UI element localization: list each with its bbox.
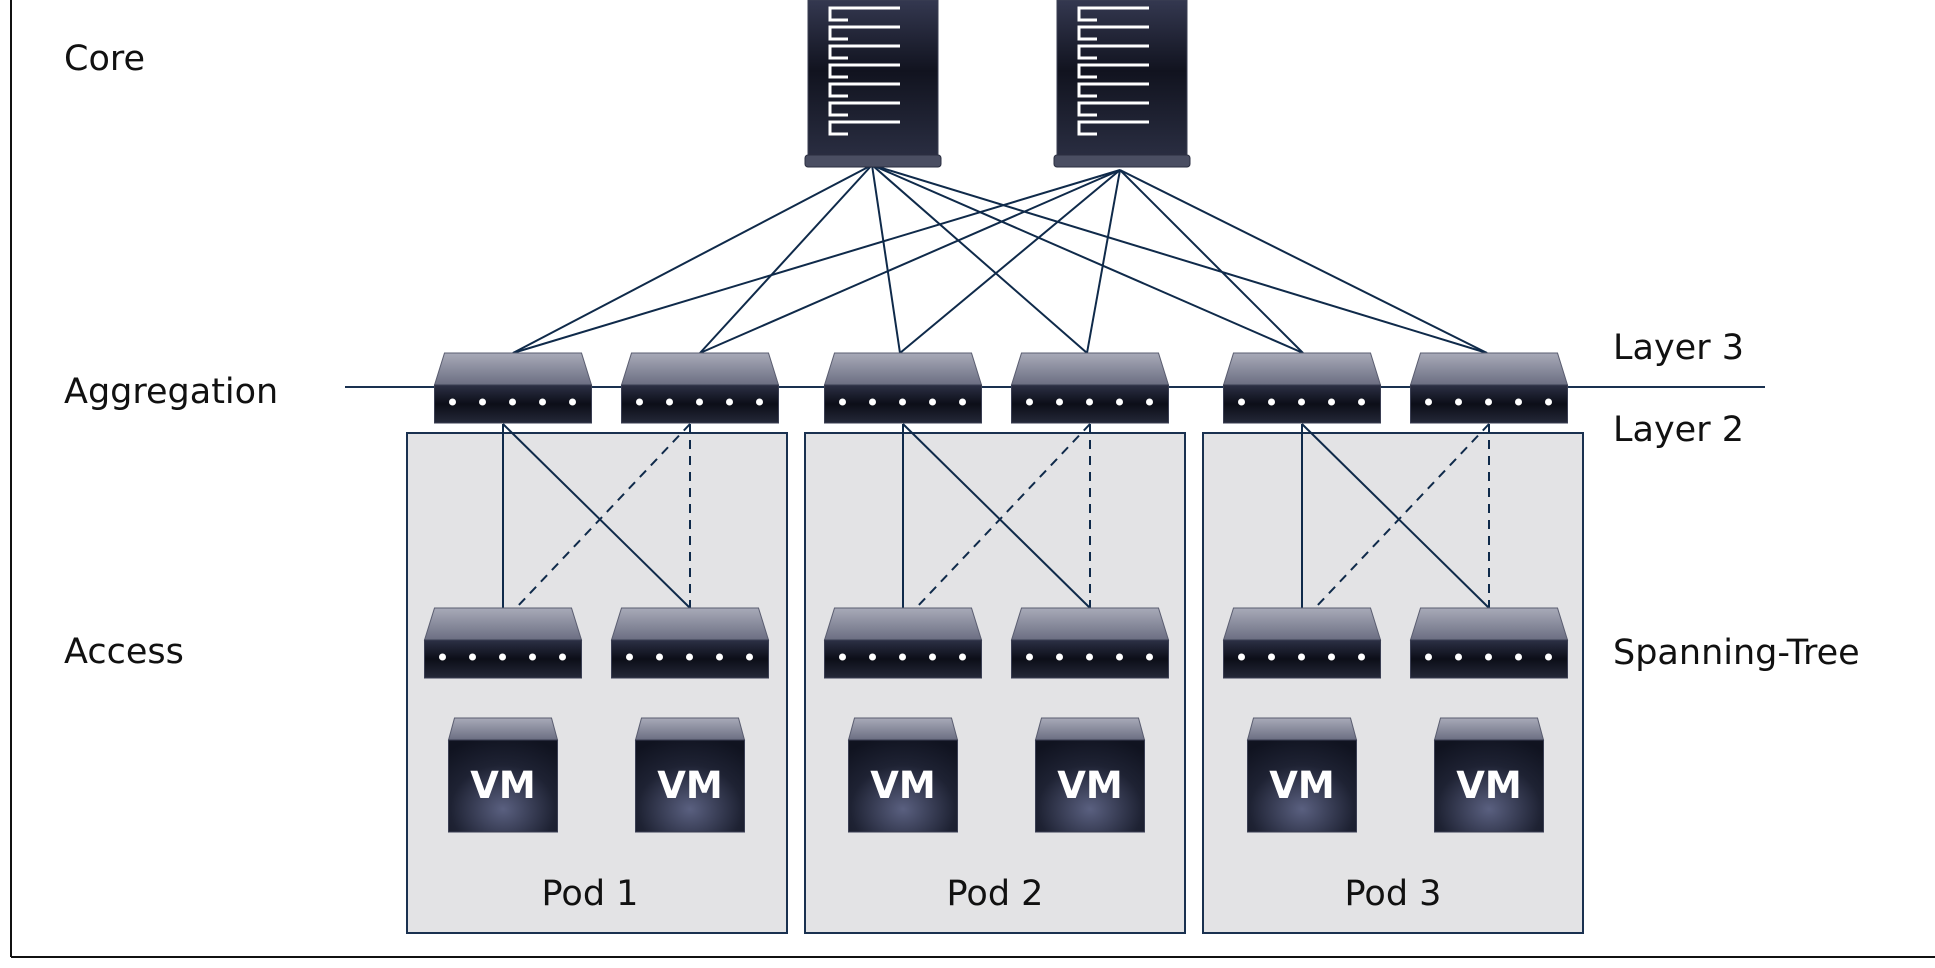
access-switch-5	[1222, 607, 1382, 679]
core-aggregation-links	[512, 164, 1488, 354]
aggregation-switch-2	[620, 352, 780, 424]
aggregation-switch-6	[1409, 352, 1569, 424]
access-switch-2	[610, 607, 770, 679]
layer-3-label: Layer 3	[1613, 328, 1744, 368]
pod-2-label: Pod 2	[947, 874, 1044, 914]
aggregation-switch-4	[1010, 352, 1170, 424]
pod-1-label: Pod 1	[542, 874, 639, 914]
tier-label-core: Core	[64, 39, 145, 79]
pod-3-container	[1202, 432, 1584, 934]
layer-2-label: Layer 2	[1613, 410, 1744, 450]
spanning-tree-label: Spanning-Tree	[1613, 633, 1860, 673]
vm-label: VM	[1456, 764, 1521, 807]
vm-3: VM	[847, 717, 959, 833]
access-switch-1	[423, 607, 583, 679]
vm-6: VM	[1433, 717, 1545, 833]
aggregation-switch-1	[433, 352, 593, 424]
access-switch-6	[1409, 607, 1569, 679]
access-switch-3	[823, 607, 983, 679]
tier-label-access: Access	[64, 632, 184, 672]
pod-3-label: Pod 3	[1345, 874, 1442, 914]
virtual-machines: VM VM VM VM VM VM	[447, 717, 1545, 833]
access-switch-4	[1010, 607, 1170, 679]
core-switch-2	[1053, 0, 1191, 168]
core-switches	[804, 0, 1191, 168]
vm-label: VM	[870, 764, 935, 807]
diagram-frame	[10, 0, 1935, 958]
aggregation-switch-3	[823, 352, 983, 424]
access-switches	[423, 607, 1569, 679]
aggregation-switches	[433, 352, 1569, 424]
vm-4: VM	[1034, 717, 1146, 833]
vm-label: VM	[657, 764, 722, 807]
vm-5: VM	[1246, 717, 1358, 833]
vm-2: VM	[634, 717, 746, 833]
vm-label: VM	[470, 764, 535, 807]
vm-label: VM	[1057, 764, 1122, 807]
tier-label-aggregation: Aggregation	[64, 372, 278, 412]
aggregation-switch-5	[1222, 352, 1382, 424]
core-switch-1	[804, 0, 942, 168]
vm-label: VM	[1269, 764, 1334, 807]
vm-1: VM	[447, 717, 559, 833]
pod-2-container	[804, 432, 1186, 934]
pod-containers	[406, 432, 1584, 934]
pod-1-container	[406, 432, 788, 934]
aggregation-access-links	[502, 423, 1490, 609]
